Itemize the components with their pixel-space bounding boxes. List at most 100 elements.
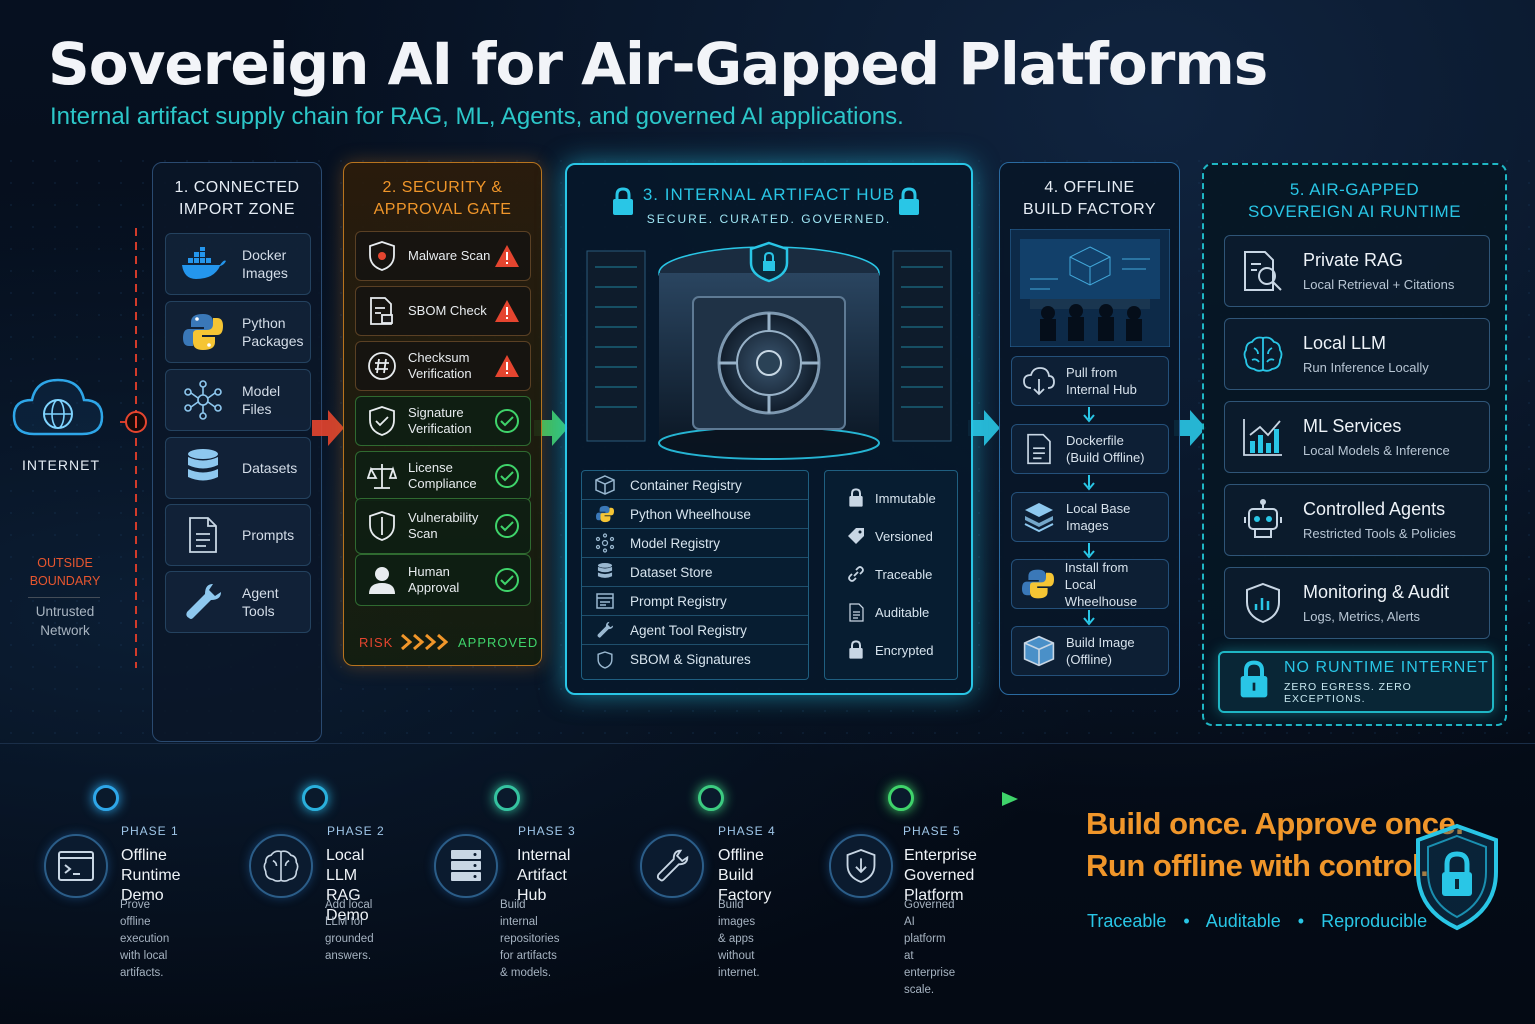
approved-label: APPROVED [458, 635, 539, 650]
document-icon [178, 515, 228, 555]
import-item-label: Prompts [242, 527, 295, 543]
phase-desc: Governed AI platform at enterprise scale… [904, 899, 956, 996]
brain-icon [249, 834, 313, 898]
timeline-node-1[interactable] [93, 785, 119, 811]
check-circle-icon [494, 513, 520, 539]
shield-chart-icon [1241, 581, 1285, 625]
registry-sbom[interactable]: SBOM & Signatures [582, 645, 808, 674]
import-item-prompts[interactable]: Prompts [165, 504, 311, 566]
arrow-zone3-to-zone4 [968, 410, 1000, 446]
property-auditable: Auditable [825, 593, 957, 631]
build-step-dockerfile[interactable]: Dockerfile (Build Offline) [1011, 424, 1169, 474]
import-item-docker[interactable]: Docker Images [165, 233, 311, 295]
gate-check-checksum[interactable]: Checksum Verification [355, 341, 531, 391]
banner-subtitle: ZERO EGRESS. ZERO EXCEPTIONS. [1284, 681, 1412, 705]
registry-label: Prompt Registry [630, 593, 727, 609]
import-item-label: Model Files [242, 383, 281, 417]
build-step-wheelhouse[interactable]: Install from Local Wheelhouse [1011, 559, 1169, 609]
python-icon [1022, 567, 1055, 601]
property-immutable: Immutable [825, 479, 957, 517]
runtime-item-desc: Local Models & Inference [1303, 443, 1450, 458]
registry-label: Python Wheelhouse [630, 506, 751, 522]
gate-check-label: Signature Verification [408, 405, 472, 436]
property-traceable: Traceable [825, 555, 957, 593]
import-item-python[interactable]: Python Packages [165, 301, 311, 363]
arrow-zone4-to-zone5 [1174, 410, 1206, 446]
zone2-title: 2. SECURITY & APPROVAL GATE [373, 179, 512, 218]
boundary-line [120, 228, 147, 668]
security-approval-gate: 2. SECURITY & APPROVAL GATE Malware Scan… [343, 162, 542, 666]
phase-desc: Build internal repositories for artifact… [500, 899, 560, 979]
gate-check-malware[interactable]: Malware Scan [355, 231, 531, 281]
zone3-title: 3. INTERNAL ARTIFACT HUB [642, 185, 896, 204]
python-icon [594, 505, 616, 523]
gate-check-license[interactable]: License Compliance [355, 451, 531, 501]
wrench-icon [178, 582, 228, 622]
warning-icon [494, 298, 520, 324]
warning-icon [494, 353, 520, 379]
import-item-label: Python Packages [242, 315, 304, 349]
link-icon [845, 565, 867, 583]
prompt-window-icon [594, 593, 616, 609]
phase-label: PHASE 1 [121, 824, 179, 838]
registry-prompt[interactable]: Prompt Registry [582, 587, 808, 616]
runtime-item-title: Monitoring & Audit [1303, 582, 1450, 602]
phase-desc: Prove offline execution with local artif… [120, 899, 170, 979]
gate-check-vulnerability[interactable]: Vulnerability Scan [355, 498, 531, 554]
check-circle-icon [494, 463, 520, 489]
trait-traceable: Traceable [1087, 911, 1167, 931]
import-item-datasets[interactable]: Datasets [165, 437, 311, 499]
timeline-node-5[interactable] [888, 785, 914, 811]
build-step-base-images[interactable]: Local Base Images [1011, 492, 1169, 542]
page-subtitle: Internal artifact supply chain for RAG, … [50, 103, 904, 130]
down-arrow-icon [1083, 610, 1095, 626]
registry-python[interactable]: Python Wheelhouse [582, 500, 808, 529]
import-item-agent-tools[interactable]: Agent Tools [165, 571, 311, 633]
database-icon [594, 562, 616, 582]
arrow-zone1-to-zone2 [312, 410, 344, 446]
registry-label: Agent Tool Registry [630, 622, 747, 638]
tagline-line2: Run offline with control. [1086, 848, 1429, 883]
registry-label: Model Registry [630, 535, 721, 551]
internet-cloud-icon [10, 372, 106, 444]
gate-check-sbom[interactable]: SBOM Check [355, 286, 531, 336]
build-step-pull[interactable]: Pull from Internal Hub [1011, 356, 1169, 406]
build-step-label: Local Base Images [1066, 501, 1131, 533]
trait-auditable: Auditable [1205, 911, 1281, 931]
zone1-title: 1. CONNECTED IMPORT ZONE [174, 179, 300, 218]
section-divider [0, 743, 1535, 744]
property-label: Auditable [875, 604, 930, 620]
timeline-node-2[interactable] [302, 785, 328, 811]
import-item-label: Docker Images [242, 247, 288, 281]
build-step-build-image[interactable]: Build Image (Offline) [1011, 626, 1169, 676]
wrench-icon [594, 621, 616, 639]
model-network-icon [594, 533, 616, 553]
tagline-traits: Traceable • Auditable • Reproducible [1087, 911, 1427, 932]
phase-name: Offline Runtime Demo [121, 847, 181, 904]
lock-icon [613, 187, 633, 215]
document-icon [1022, 432, 1056, 466]
registry-container[interactable]: Container Registry [582, 471, 808, 500]
phase-label: PHASE 5 [903, 824, 961, 838]
import-item-model-files[interactable]: Model Files [165, 369, 311, 431]
registry-agent-tool[interactable]: Agent Tool Registry [582, 616, 808, 645]
timeline-node-3[interactable] [494, 785, 520, 811]
shield-download-icon [829, 834, 893, 898]
registry-dataset[interactable]: Dataset Store [582, 558, 808, 587]
hub-properties: Immutable Versioned Traceable Auditable … [824, 470, 958, 680]
timeline-node-4[interactable] [698, 785, 724, 811]
gate-check-signature[interactable]: Signature Verification [355, 396, 531, 446]
property-label: Versioned [875, 528, 933, 544]
banner-title: NO RUNTIME INTERNET [1284, 659, 1489, 676]
outside-boundary-label: OUTSIDE BOUNDARY [29, 556, 101, 588]
zone3-tagline: SECURE. CURATED. GOVERNED. [646, 212, 892, 226]
gate-check-human-approval[interactable]: Human Approval [355, 554, 531, 606]
registry-model[interactable]: Model Registry [582, 529, 808, 558]
warning-icon [494, 243, 520, 269]
runtime-item-desc: Local Retrieval + Citations [1303, 277, 1455, 292]
